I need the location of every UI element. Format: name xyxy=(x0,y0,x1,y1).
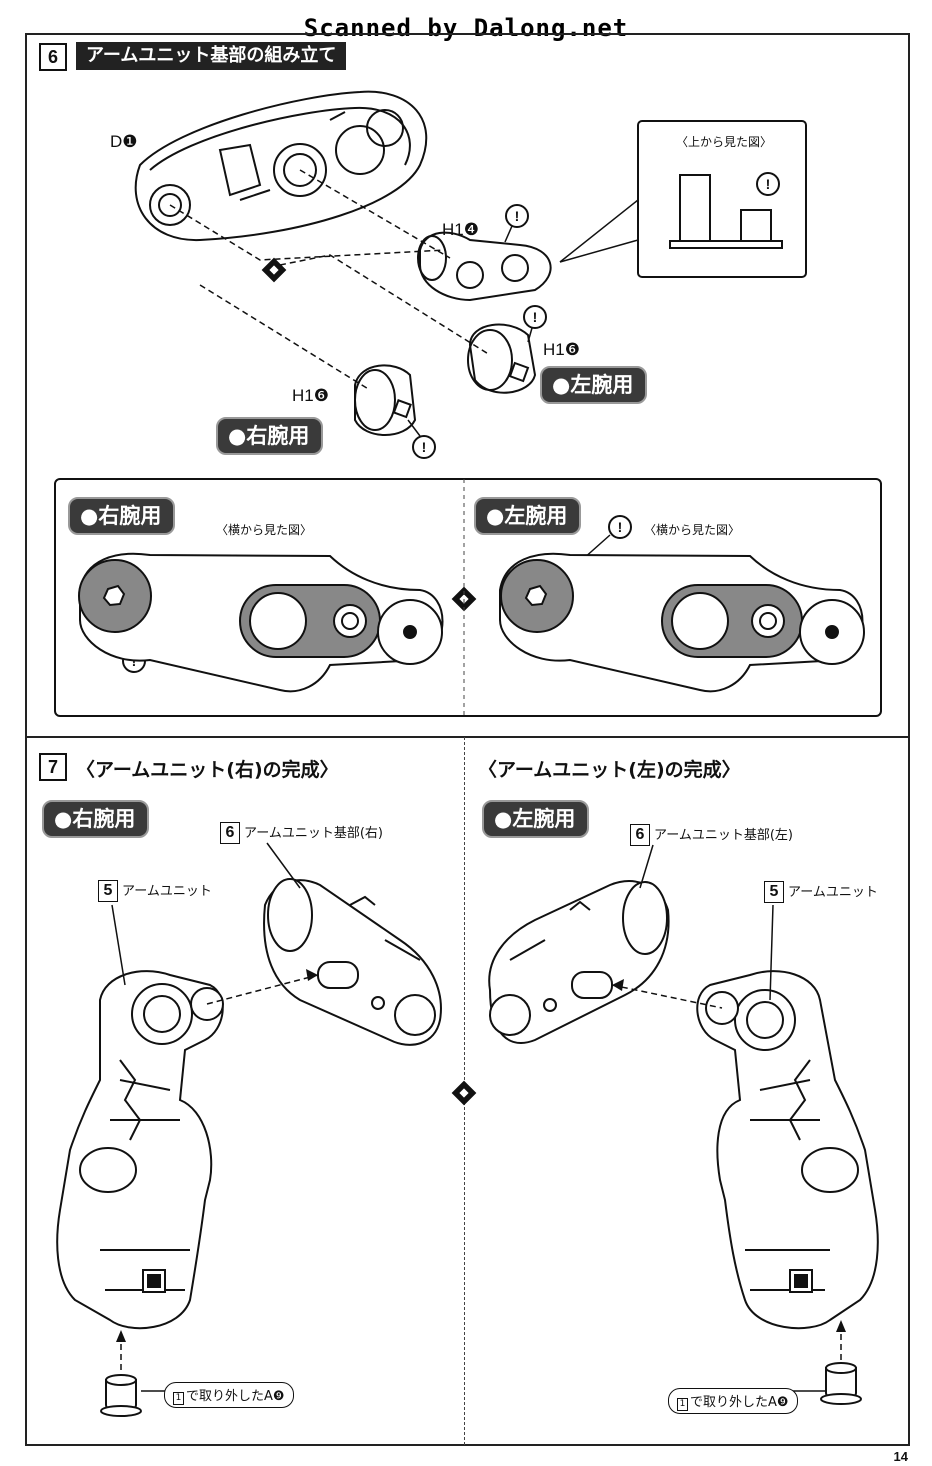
right-unit-step-number: 5 xyxy=(98,880,118,902)
svg-text:!: ! xyxy=(515,208,520,224)
left-unit-step-number: 5 xyxy=(764,881,784,903)
right-removed-step-number: 1 xyxy=(173,1392,184,1405)
left-unit-callout: 5 アームユニット xyxy=(764,881,878,903)
svg-text:!: ! xyxy=(618,519,623,535)
svg-text:!: ! xyxy=(533,309,538,325)
step6-number: 6 xyxy=(39,43,67,71)
section-divider xyxy=(25,736,910,738)
side-view-caption-right: 〈横から見た図〉 xyxy=(216,523,313,537)
part-h14-label: H1❹ xyxy=(442,220,479,239)
right-unit-label: アームユニット xyxy=(122,884,212,899)
left-arm-label: ●左腕用 xyxy=(540,366,648,404)
part-h16-upper-label: H1❻ xyxy=(543,340,580,359)
step7-right-arm-label: ●右腕用 xyxy=(42,800,150,838)
part-h16-lower-label: H1❻ xyxy=(292,386,329,405)
watermark: Scanned by Dalong.net xyxy=(303,14,629,42)
svg-text:!: ! xyxy=(766,176,771,192)
right-base-label: アームユニット基部(右) xyxy=(244,826,383,841)
step7-left-arm-label: ●左腕用 xyxy=(482,800,590,838)
right-unit-callout: 5 アームユニット xyxy=(98,880,212,902)
detail-left-arm-label: ●左腕用 xyxy=(474,497,582,535)
left-unit-label: アームユニット xyxy=(788,885,878,900)
left-base-step-number: 6 xyxy=(630,824,650,846)
right-arm-label: ●右腕用 xyxy=(216,417,324,455)
right-base-callout: 6 アームユニット基部(右) xyxy=(220,822,383,844)
step6-title: アームユニット基部の組み立て xyxy=(76,42,347,70)
step7-number: 7 xyxy=(39,753,67,781)
left-base-label: アームユニット基部(左) xyxy=(654,828,793,843)
left-removed-step-number: 1 xyxy=(677,1398,688,1411)
page-number: 14 xyxy=(893,1449,908,1464)
right-base-step-number: 6 xyxy=(220,822,240,844)
right-removed-label: で取り外したA❾ xyxy=(186,1389,285,1404)
step7-title-left: 〈アームユニット(左)の完成〉 xyxy=(478,759,741,781)
part-d1-label: D❶ xyxy=(110,132,138,151)
page-frame xyxy=(25,33,910,1446)
left-removed-label: で取り外したA❾ xyxy=(690,1395,789,1410)
step7-title-right: 〈アームユニット(右)の完成〉 xyxy=(76,759,339,781)
svg-text:!: ! xyxy=(422,439,427,455)
detail-right-arm-label: ●右腕用 xyxy=(68,497,176,535)
left-base-callout: 6 アームユニット基部(左) xyxy=(630,824,793,846)
side-view-caption-left: 〈横から見た図〉 xyxy=(644,523,741,537)
top-view-caption: 〈上から見た図〉 xyxy=(676,135,773,149)
